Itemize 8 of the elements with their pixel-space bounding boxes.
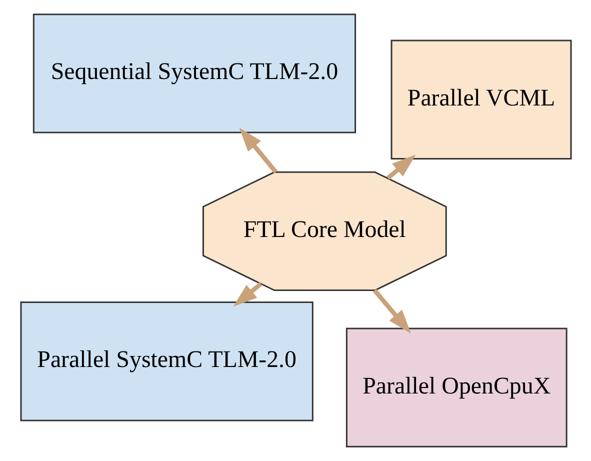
arrow bbox=[372, 288, 411, 334]
node-box: Parallel OpenCpuX bbox=[345, 328, 567, 448]
node-box: Sequential SystemC TLM-2.0 bbox=[32, 14, 356, 134]
arrow bbox=[238, 128, 278, 174]
node-box: Parallel VCML bbox=[390, 40, 572, 160]
arrow bbox=[386, 154, 416, 180]
node-box: Parallel SystemC TLM-2.0 bbox=[20, 302, 313, 422]
arrow bbox=[232, 282, 262, 307]
